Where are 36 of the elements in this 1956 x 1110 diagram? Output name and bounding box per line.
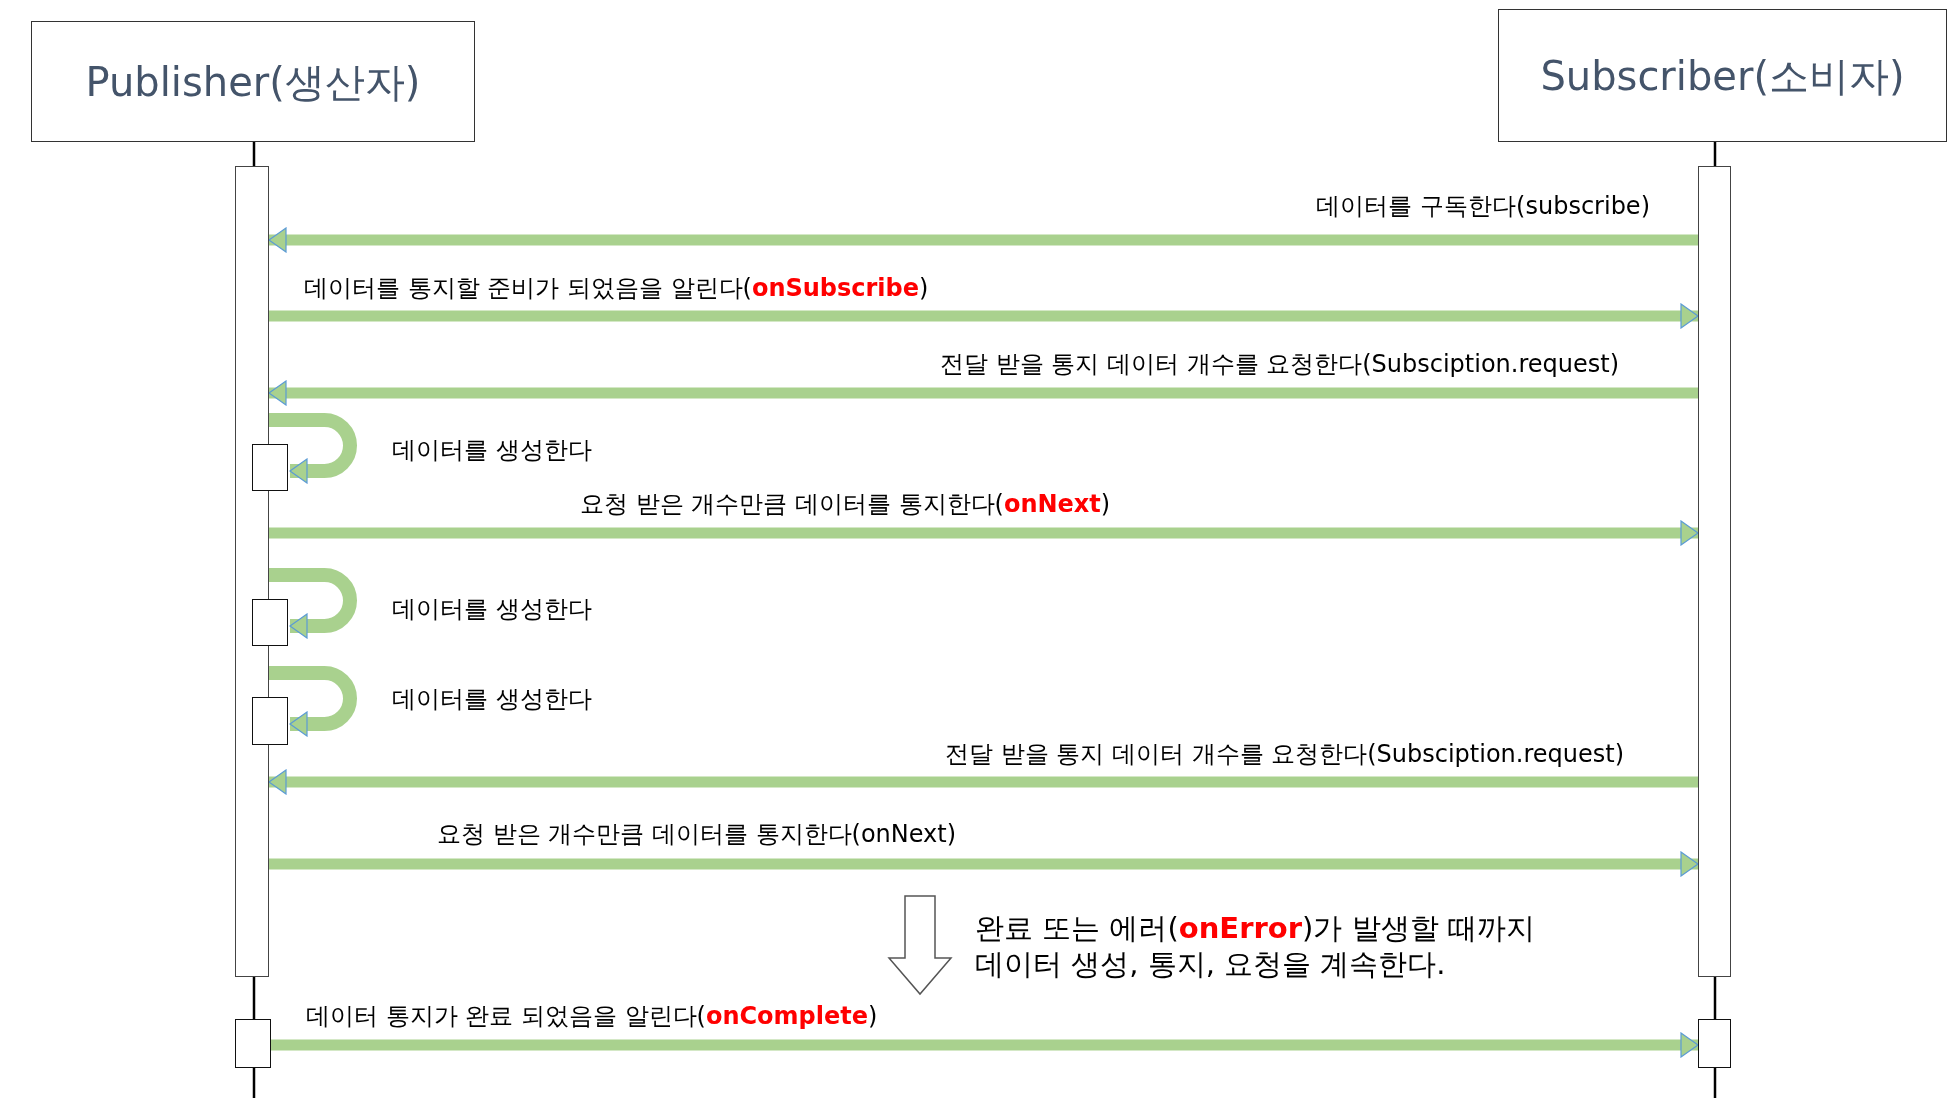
activation-box [1698, 1019, 1731, 1068]
message-arrow [268, 380, 1698, 406]
lifeline [252, 977, 256, 1019]
message-label: 전달 받을 통지 데이터 개수를 요청한다(Subsciption.request) [940, 350, 1619, 379]
activation-box [252, 697, 288, 745]
lifeline [252, 142, 256, 166]
message-label: 요청 받은 개수만큼 데이터를 통지한다(onNext) [437, 820, 957, 849]
lifeline [1713, 142, 1717, 166]
lifeline [1713, 977, 1717, 1019]
message-arrow [271, 1032, 1699, 1058]
message-label: 데이터를 생성한다 [392, 436, 592, 465]
participant-box [1498, 9, 1947, 142]
message-label: 데이터 통지가 완료 되었음을 알린다(onComplete) [306, 1002, 878, 1031]
self-call-arrow [269, 568, 357, 639]
participant-name: Publisher(생산자) [84, 57, 422, 106]
activation-box [252, 599, 288, 646]
message-label: 전달 받을 통지 데이터 개수를 요청한다(Subsciption.request) [945, 740, 1624, 769]
participant-name: Subscriber(소비자) [1539, 51, 1906, 100]
self-call-arrow [269, 413, 357, 484]
message-arrow [269, 520, 1699, 546]
message-label: 데이터를 생성한다 [392, 595, 592, 624]
participant-box [31, 21, 475, 142]
message-arrow [269, 303, 1699, 329]
activation-box [252, 444, 288, 491]
activation-bar [1698, 166, 1731, 977]
message-label: 데이터를 생성한다 [392, 685, 592, 714]
activation-bar [235, 166, 269, 977]
message-label: 요청 받은 개수만큼 데이터를 통지한다(onNext) [580, 490, 1111, 519]
message-label: 데이터를 구독한다(subscribe) [1316, 192, 1650, 221]
message-arrow [268, 769, 1698, 795]
note-text: 완료 또는 에러(onError)가 발생할 때까지 데이터 생성, 통지, 요청을 계속한다. [975, 910, 1536, 983]
message-arrow [268, 227, 1698, 253]
message-label: 데이터를 통지할 준비가 되었음을 알린다(onSubscribe) [304, 274, 929, 303]
activation-box [235, 1019, 271, 1068]
message-arrow [269, 851, 1699, 877]
self-call-arrow [269, 666, 357, 737]
